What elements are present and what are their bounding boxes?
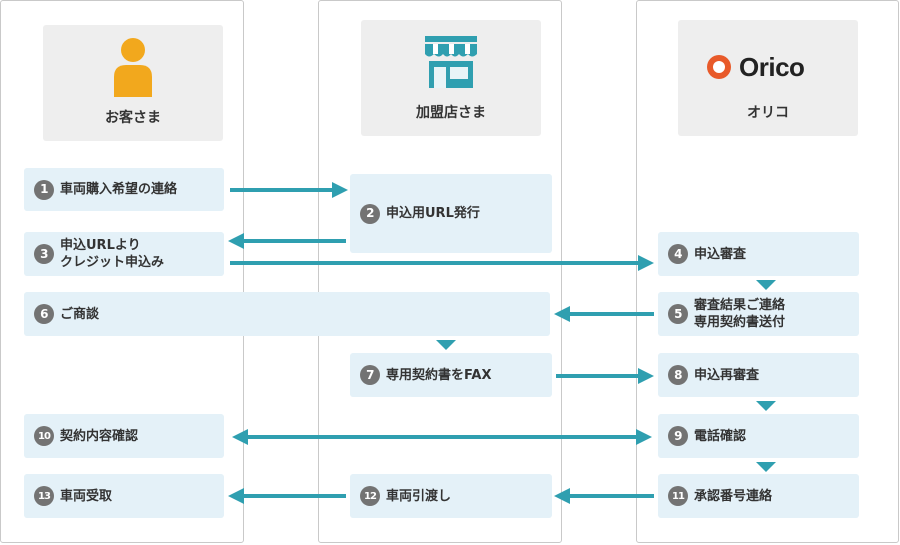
step-label: 承認番号連絡 [694,488,773,504]
step-label: 電話確認 [694,428,747,444]
step-label: 車両購入希望の連絡 [60,182,178,197]
step-label: 契約内容確認 [60,428,139,444]
arrow-4-to-5 [756,280,776,290]
arrow-9-to-11 [756,462,776,472]
actor-orico: オリコ [678,20,858,136]
step-number: 13 [34,486,54,506]
step-7: 7 専用契約書をFAX [350,353,552,397]
orico-logo-icon [707,55,731,79]
arrow-8-to-9 [756,401,776,411]
actor-dealer-label: 加盟店さま [416,105,486,121]
step-2: 2 申込用URL発行 [350,174,552,253]
step-11: 11 承認番号連絡 [658,474,859,518]
step-label: 申込審査 [694,246,747,262]
person-icon [114,38,152,97]
step-label: 申込URLより クレジット申込み [60,238,165,270]
step-number: 10 [34,426,54,446]
step-number: 7 [360,365,380,385]
step-label: 車両引渡し [386,488,452,504]
step-10: 10 契約内容確認 [24,414,224,458]
step-number: 9 [668,426,688,446]
step-number: 5 [668,304,688,324]
step-label: 審査結果ご連絡 専用契約書送付 [694,298,786,330]
actor-orico-label: オリコ [747,105,789,121]
step-number: 12 [360,486,380,506]
step-number: 1 [34,179,54,200]
step-3: 3 申込URLより クレジット申込み [24,232,224,276]
step-label: 申込再審査 [694,367,760,383]
orico-logo-text: Orico [739,51,805,82]
step-9: 9 電話確認 [658,414,859,458]
step-number: 11 [668,486,688,506]
step-number: 3 [34,244,54,264]
step-8: 8 申込再審査 [658,353,859,397]
step-number: 6 [34,304,54,324]
step-6: 6 ご商談 [24,292,550,336]
step-number: 4 [668,244,688,264]
actor-dealer: 加盟店さま [361,20,541,136]
step-number: 8 [668,365,688,385]
actor-customer-label: お客さま [105,110,161,126]
orico-logo: Orico [707,52,837,82]
step-label: 専用契約書をFAX [386,367,492,383]
actor-customer: お客さま [43,25,223,141]
step-4: 4 申込審査 [658,232,859,276]
step-1: 1 車両購入希望の連絡 [24,168,224,211]
step-label: ご商談 [60,306,100,322]
arrow-6-to-7 [436,340,456,350]
step-label: 車両受取 [60,488,113,504]
step-label: 申込用URL発行 [386,206,480,221]
store-icon [425,36,477,88]
step-number: 2 [360,203,380,224]
step-13: 13 車両受取 [24,474,224,518]
step-5: 5 審査結果ご連絡 専用契約書送付 [658,292,859,336]
step-12: 12 車両引渡し [350,474,552,518]
